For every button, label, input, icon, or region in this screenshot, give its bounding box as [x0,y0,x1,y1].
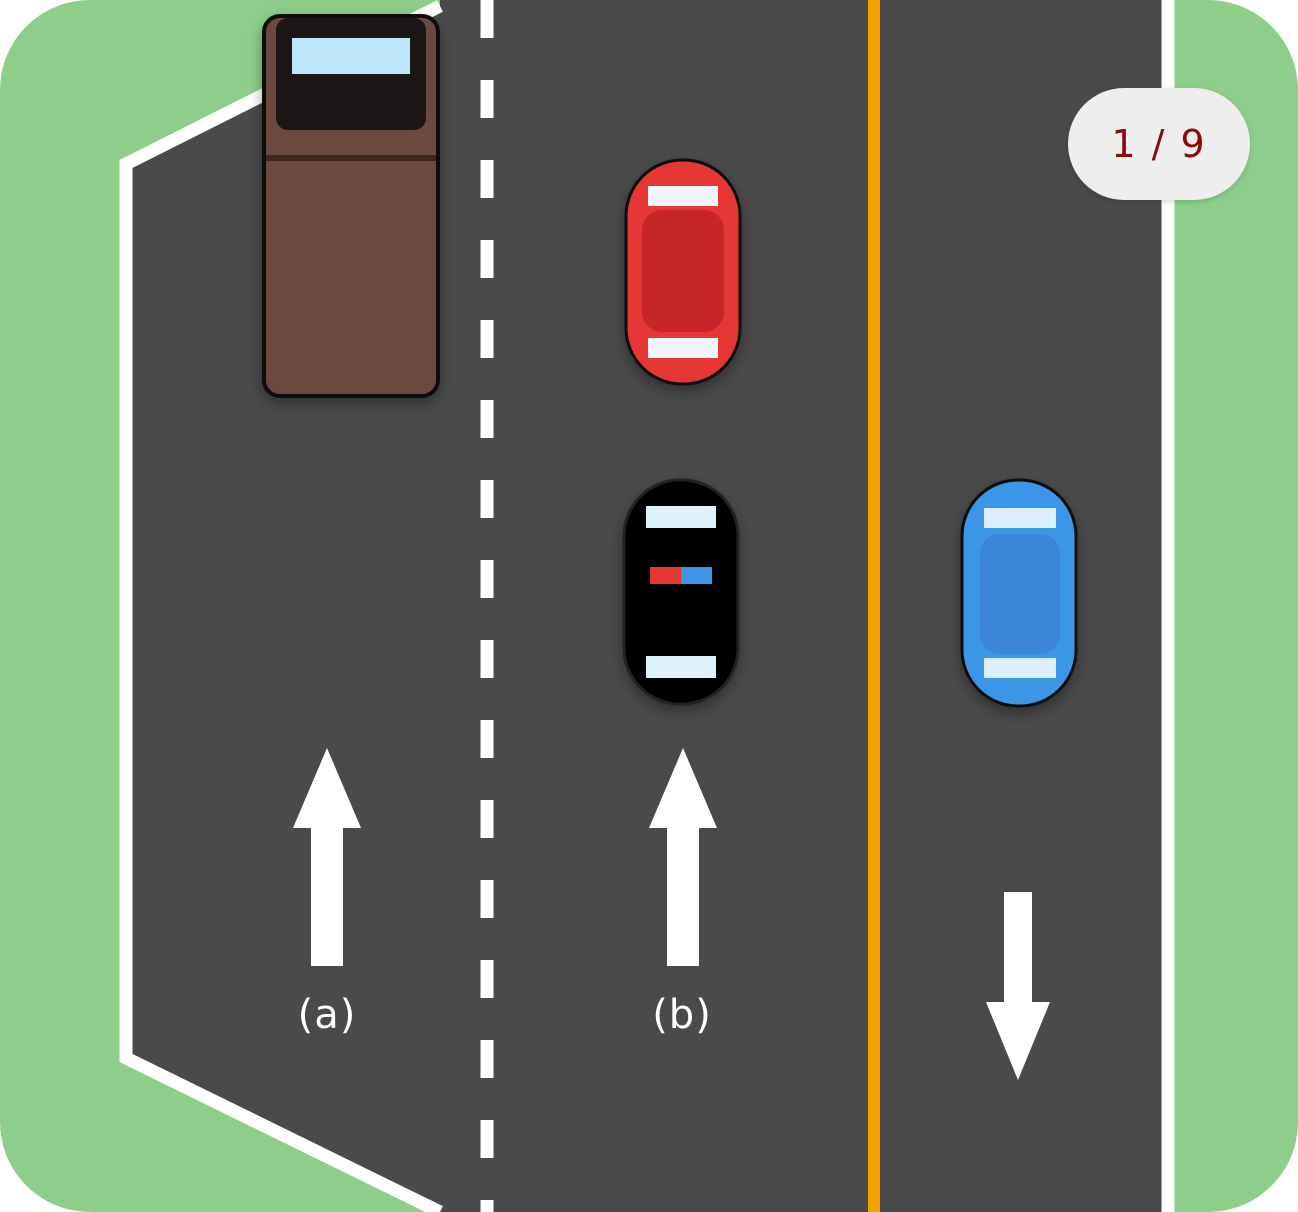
lane-a-label: (a) [297,992,357,1038]
police-light-bar-red [650,567,681,584]
lane-a-arrow-up [293,748,361,966]
lane-b-arrow-up [649,748,717,966]
level-counter: 1 / 9 [1068,88,1250,200]
level-counter-text: 1 / 9 [1111,122,1207,166]
red-car[interactable] [624,158,742,386]
blue-car[interactable] [960,478,1078,708]
truck[interactable] [262,14,440,398]
lane-b-label: (b) [652,992,712,1038]
lane-c-arrow-down [986,892,1050,1080]
police-light-bar-blue [681,567,712,584]
police-car[interactable] [622,478,740,706]
